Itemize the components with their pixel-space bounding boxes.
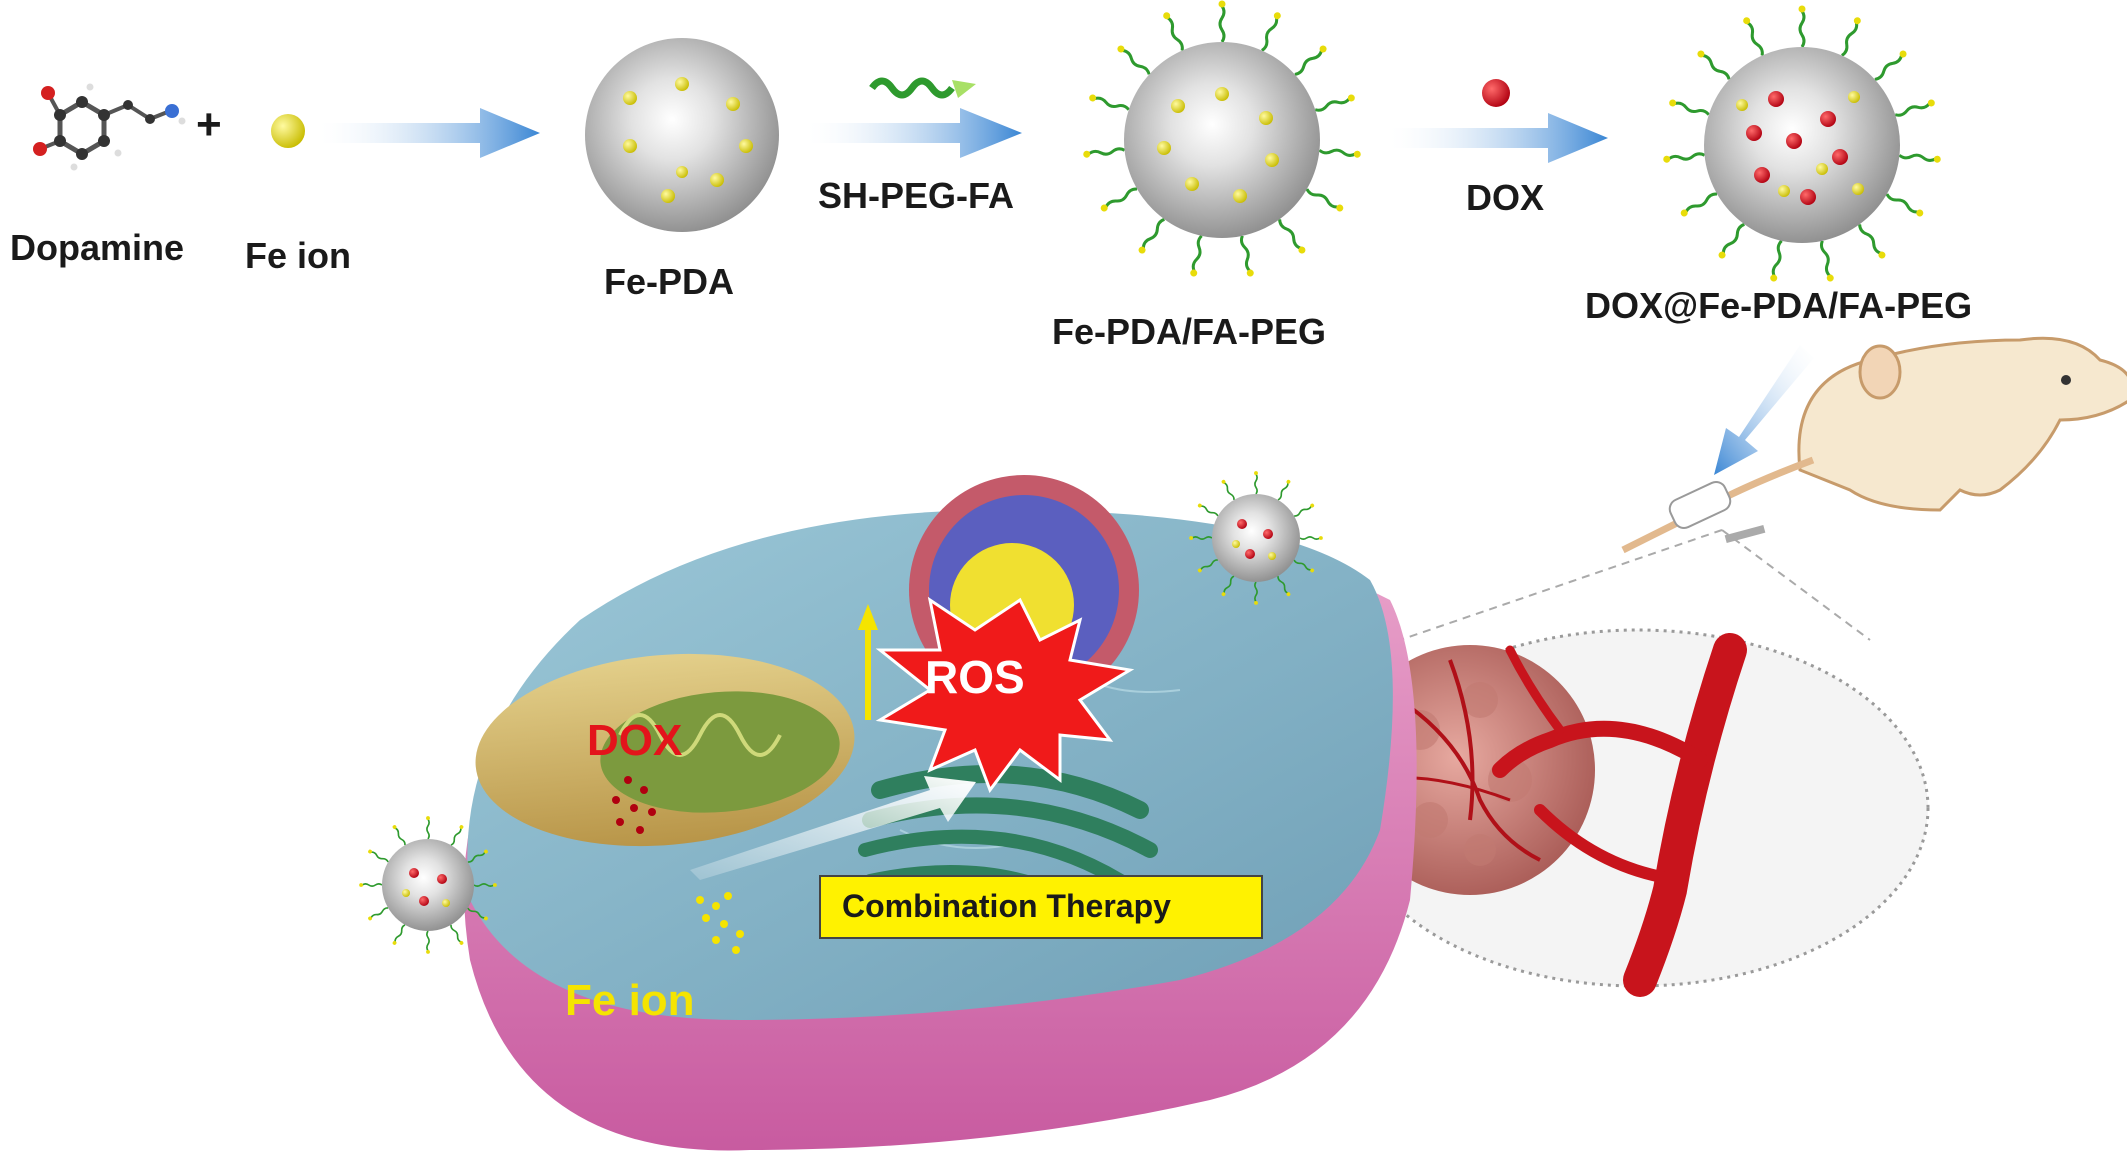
ros-burst-icon	[875, 596, 1135, 794]
mouse-illustration	[1621, 336, 2127, 554]
label-fe-ion-cell: Fe ion	[565, 976, 695, 1025]
arrow-to-ros	[690, 776, 976, 880]
fe-pda-fa-peg-nanoparticle-icon	[1081, 0, 1363, 279]
label-fe-ion: Fe ion	[245, 235, 351, 276]
fe-ion-particles-icon	[696, 892, 744, 954]
zoom-guide-line	[1399, 529, 1723, 641]
mitochondrion-icon	[475, 653, 855, 847]
dox-molecules-icon	[612, 776, 656, 834]
nanoparticle-entering-icon	[1188, 470, 1324, 606]
combination-therapy-box	[819, 875, 1263, 939]
arrow-injection	[1714, 345, 1814, 475]
arrow-step-2	[808, 108, 1022, 158]
plus-sign: +	[196, 100, 222, 149]
dox-loaded-nanoparticle-icon	[1661, 4, 1943, 284]
tumor-vasculature-inset	[1345, 628, 1930, 997]
label-ros: ROS	[925, 651, 1025, 703]
label-dox-reagent: DOX	[1466, 177, 1544, 218]
label-fe-pda-fa-peg: Fe-PDA/FA-PEG	[1052, 311, 1326, 352]
label-dox-cell: DOX	[587, 716, 682, 765]
label-dopamine: Dopamine	[10, 227, 184, 268]
zoom-guide-line	[1721, 529, 1871, 641]
fe-ion-particle-icon	[271, 114, 305, 148]
dopamine-molecule-icon	[33, 83, 186, 171]
arrow-step-3	[1390, 113, 1608, 163]
label-fe-pda: Fe-PDA	[604, 261, 734, 302]
nanoparticle-membrane-icon	[358, 815, 498, 955]
label-dox-fe-pda-fa-peg: DOX@Fe-PDA/FA-PEG	[1585, 285, 1972, 326]
arrow-step-1	[320, 108, 540, 158]
dox-drug-particle-icon	[1482, 79, 1510, 107]
increase-arrow-icon	[858, 604, 878, 720]
fe-pda-nanoparticle-icon	[585, 38, 779, 232]
peg-strand-icon	[869, 77, 976, 99]
label-combination-therapy: Combination Therapy	[842, 888, 1171, 924]
label-sh-peg-fa: SH-PEG-FA	[818, 175, 1014, 216]
